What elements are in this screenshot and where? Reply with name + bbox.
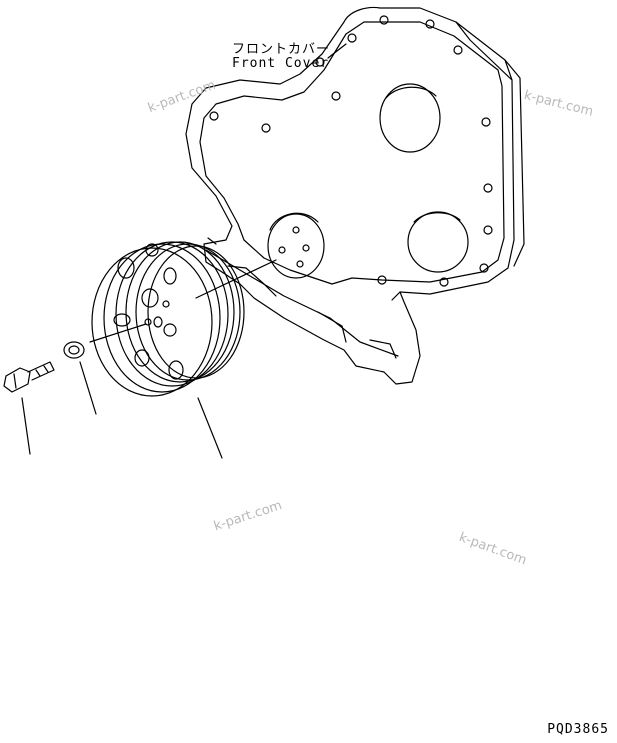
drawing-code: PQD3865 bbox=[547, 722, 609, 737]
front-cover bbox=[185, 6, 525, 385]
washer-axis-line bbox=[89, 323, 147, 343]
washer bbox=[63, 341, 85, 359]
bolt-leader-line bbox=[21, 397, 31, 455]
bolt bbox=[3, 361, 55, 393]
pulley bbox=[91, 241, 245, 397]
front-cover-label-jp: フロントカバー bbox=[232, 42, 331, 57]
pulley-leader-line bbox=[197, 397, 223, 459]
front-cover-label-en: Front Cover bbox=[232, 56, 330, 71]
cover-leader-line bbox=[327, 43, 347, 59]
assembly-axis-line bbox=[195, 259, 277, 299]
washer-leader-line bbox=[79, 361, 97, 415]
